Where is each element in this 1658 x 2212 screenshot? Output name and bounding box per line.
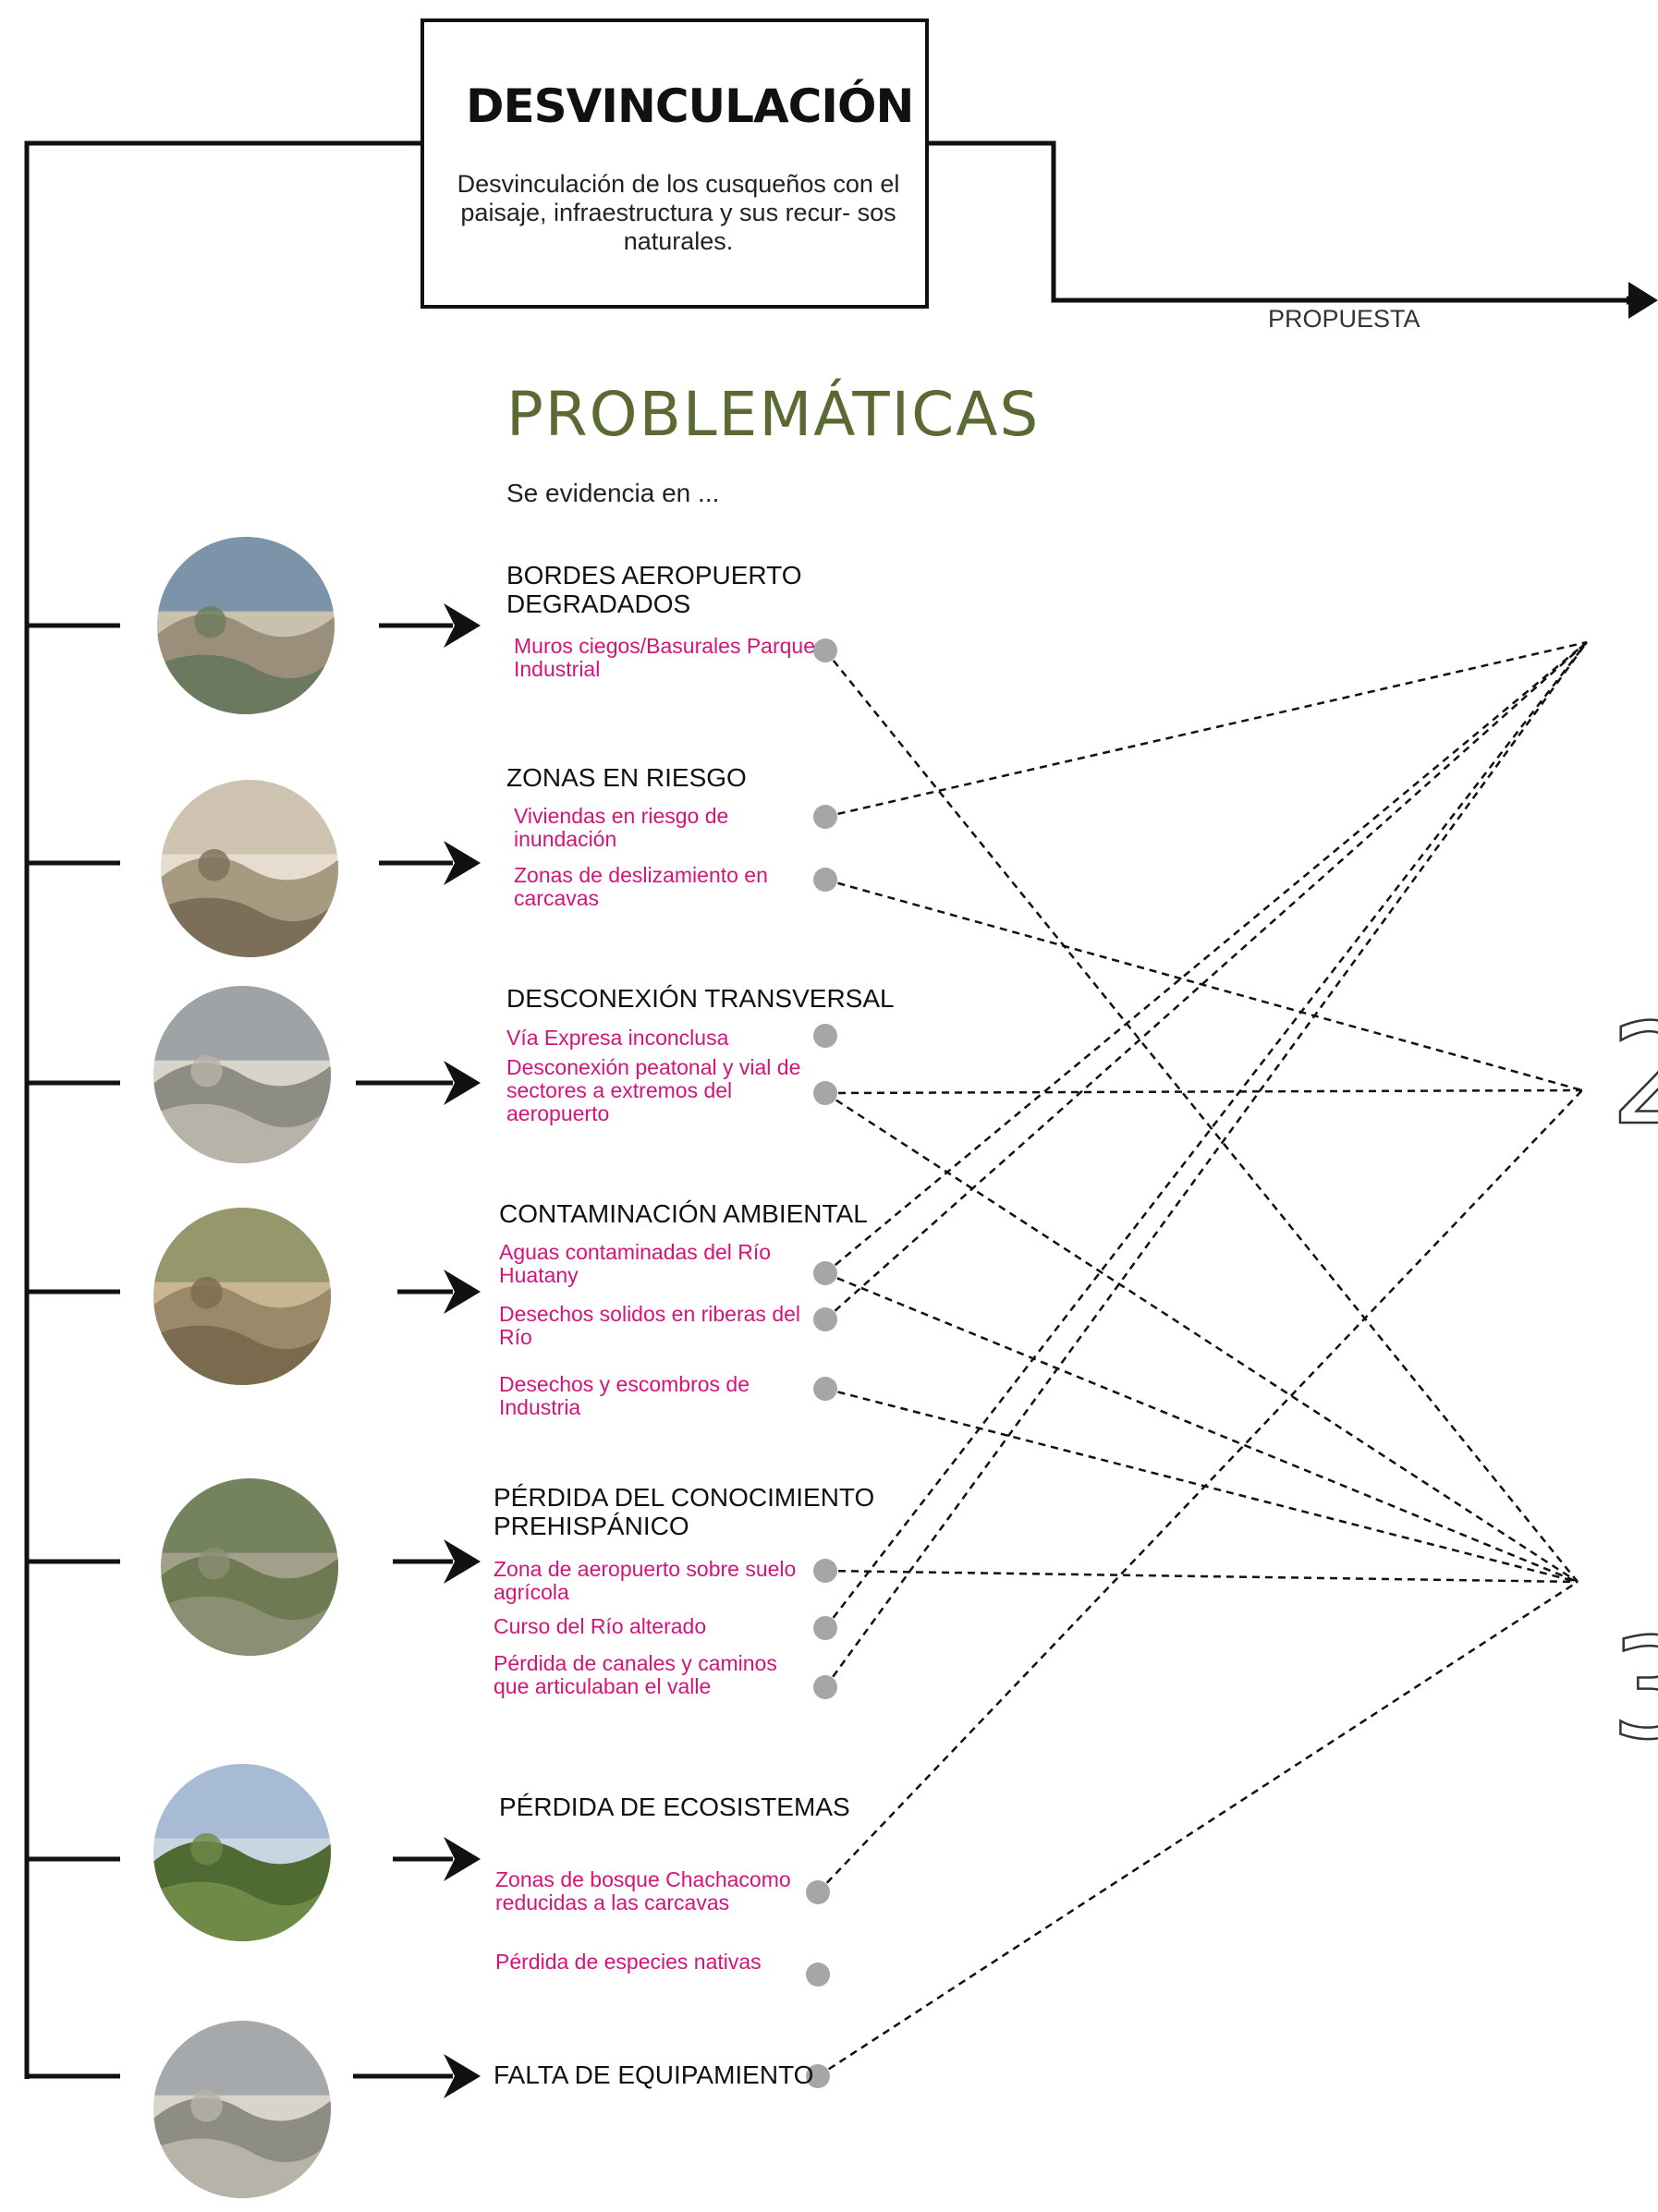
spine-line — [24, 140, 421, 2079]
dashed-connection — [817, 1089, 1583, 1893]
proposal-label: PROPUESTA — [1268, 305, 1420, 333]
group-photo — [153, 1208, 331, 1385]
connection-dots — [806, 638, 837, 2088]
dashed-connection — [824, 1088, 1583, 1095]
group-arrowhead — [444, 1837, 481, 1881]
group-photo — [153, 2021, 331, 2198]
connection-lines — [817, 640, 1589, 2078]
dashed-connection — [824, 1387, 1579, 1584]
group-photo — [153, 986, 331, 1163]
proposal-arrow — [929, 140, 1636, 305]
group-title: DESCONEXIÓN TRANSVERSAL — [506, 984, 895, 1013]
connection-dot — [813, 805, 837, 829]
header-title: DESVINCULACIÓN — [466, 79, 914, 133]
problem-item: Pérdida de canales y caminos que articul… — [494, 1651, 777, 1698]
connection-dot — [813, 1307, 837, 1331]
dashed-connection — [824, 640, 1588, 819]
group-arrowhead — [444, 1061, 481, 1105]
problem-item: Viviendas en riesgo de inundación — [514, 804, 729, 851]
connection-dot — [806, 1963, 830, 1987]
problem-item: Desechos solidos en riberas del Río — [499, 1302, 801, 1349]
proposal-number: 3 — [1610, 1610, 1658, 1770]
connection-dot — [813, 1616, 837, 1640]
connection-dot — [813, 1377, 837, 1401]
dashed-connection — [824, 1569, 1579, 1584]
problem-item: Curso del Río alterado — [494, 1614, 707, 1638]
group-arrowhead — [444, 841, 481, 885]
header-box: DESVINCULACIÓN Desvinculación de los cus… — [421, 18, 929, 309]
section-title: PROBLEMÁTICAS — [506, 379, 1041, 450]
problem-item: Zona de aeropuerto sobre suelo agrícola — [494, 1557, 797, 1604]
connection-dot — [813, 1261, 837, 1285]
problem-item: Zonas de deslizamiento en carcavas — [514, 863, 768, 910]
problem-item: Muros ciegos/Basurales Parque Industrial — [514, 634, 815, 681]
proposal-arrowhead — [1628, 282, 1658, 319]
group-photo — [157, 537, 335, 714]
proposal-number: 2 — [1610, 995, 1658, 1156]
group-title: CONTAMINACIÓN AMBIENTAL — [499, 1199, 868, 1228]
dashed-connection — [824, 878, 1583, 1092]
connection-dot — [813, 1024, 837, 1048]
dashed-connection — [824, 641, 1588, 1320]
group-title: BORDES AEROPUERTO DEGRADADOS — [506, 561, 802, 618]
connection-dot — [813, 1675, 837, 1699]
dashed-connection — [824, 1091, 1579, 1584]
connection-dot — [806, 2064, 830, 2088]
group-arrowhead — [444, 1539, 481, 1584]
group-title: PÉRDIDA DE ECOSISTEMAS — [499, 1793, 850, 1821]
dashed-connection — [823, 641, 1589, 1688]
problem-item: Pérdida de especies nativas — [495, 1950, 762, 1974]
header-description: Desvinculación de los cusqueños con el p… — [457, 170, 900, 255]
group-photo — [153, 1764, 331, 1941]
connection-dot — [813, 638, 837, 662]
connection-dot — [806, 1880, 830, 1904]
proposal-numerals: 23 — [1609, 994, 1658, 1772]
dashed-connection — [824, 1271, 1579, 1584]
connection-dot — [813, 1559, 837, 1583]
problem-item: Vía Expresa inconclusa — [506, 1026, 729, 1050]
section-subtitle: Se evidencia en ... — [506, 479, 720, 507]
group-title: ZONAS EN RIESGO — [506, 763, 747, 792]
connection-dot — [813, 868, 837, 892]
group-title: PÉRDIDA DEL CONOCIMIENTO PREHISPÁNICO — [494, 1483, 875, 1540]
connection-dot — [813, 1081, 837, 1105]
problem-item: Aguas contaminadas del Río Huatany — [499, 1240, 772, 1287]
problem-item: Desechos y escombros de Industria — [499, 1372, 750, 1419]
dashed-connection — [824, 641, 1588, 1274]
structure-lines — [24, 140, 1658, 2098]
problem-item: Zonas de bosque Chachacomo reducidas a l… — [495, 1867, 791, 1914]
dashed-connection — [824, 650, 1579, 1583]
dashed-connection — [824, 641, 1588, 1629]
dashed-connection — [817, 1580, 1579, 2078]
group-arrowhead — [444, 2054, 481, 2098]
group-arrowhead — [444, 1270, 481, 1314]
group-arrowhead — [444, 603, 481, 648]
group-photo — [161, 780, 338, 957]
group-title: FALTA DE EQUIPAMIENTO — [494, 2060, 814, 2089]
problem-item: Desconexión peatonal y vial de sectores … — [506, 1055, 801, 1125]
group-photo — [161, 1478, 338, 1656]
